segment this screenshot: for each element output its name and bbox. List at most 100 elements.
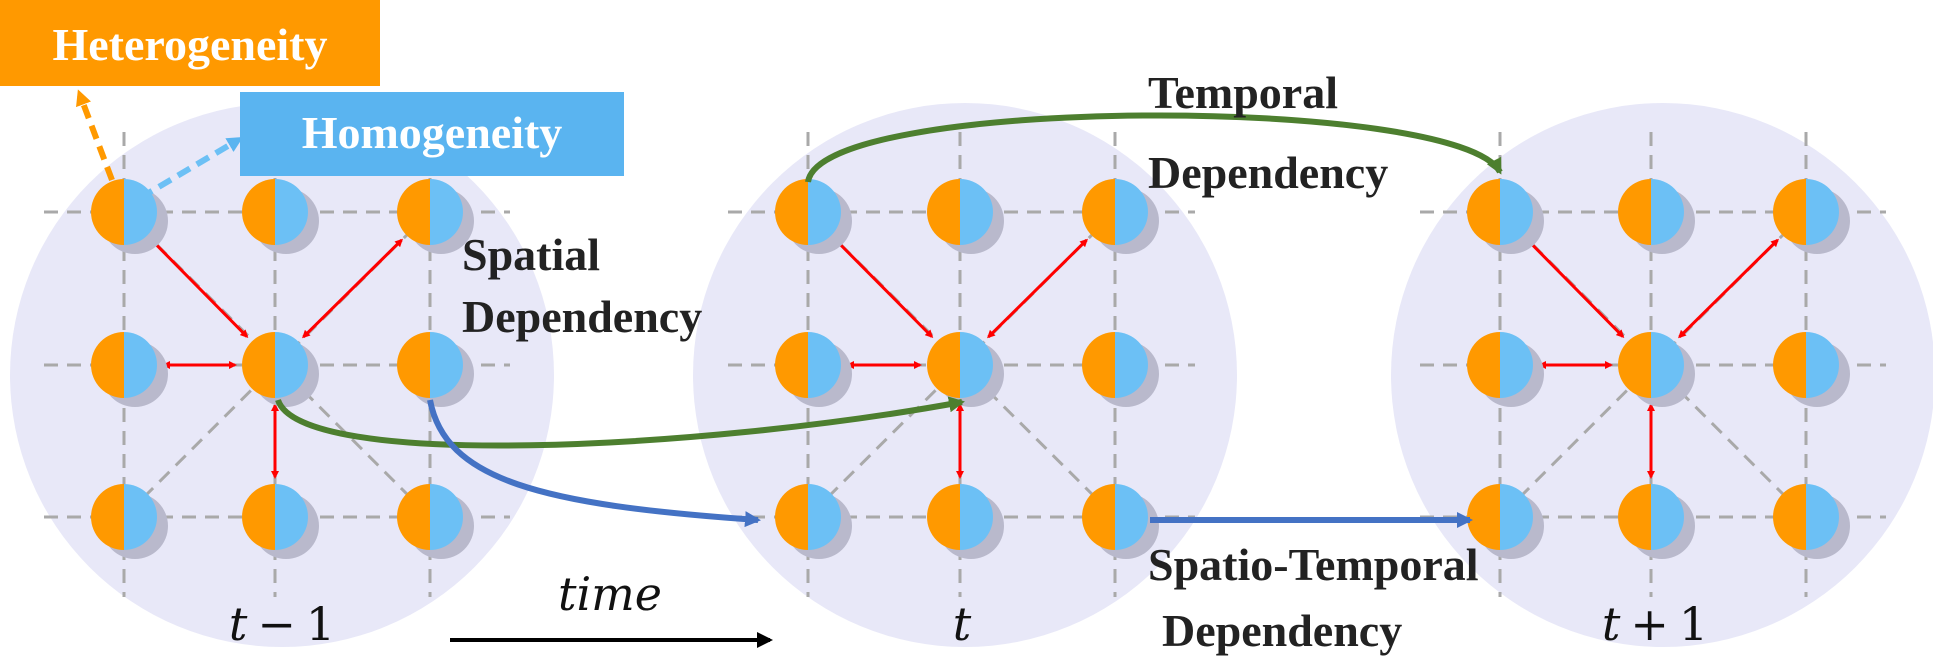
node-blue-half — [1806, 484, 1839, 550]
node-orange-half — [1773, 332, 1806, 398]
node-blue-half — [1115, 484, 1148, 550]
node-orange-half — [1773, 484, 1806, 550]
panel-label-prev: t−1 — [229, 597, 335, 651]
temporal-arrow-curr-to-next — [805, 112, 1503, 183]
node-blue-half — [1115, 332, 1148, 398]
node — [397, 179, 474, 254]
node — [1467, 484, 1544, 559]
node-blue-half — [430, 179, 463, 245]
node-blue-half — [960, 179, 993, 245]
node-orange-half — [927, 332, 960, 398]
node-orange-half — [242, 179, 275, 245]
heterogeneity-box — [0, 0, 380, 86]
panel-label-prev-num: 1 — [306, 597, 335, 651]
spatial-arrow-next — [1678, 238, 1779, 339]
node-blue-half — [960, 332, 993, 398]
heterogeneity-label: Heterogeneity — [52, 19, 327, 70]
panel-label-next-var: t — [1602, 597, 1621, 651]
node-orange-half — [927, 484, 960, 550]
node-blue-half — [275, 179, 308, 245]
node-orange-half — [1618, 332, 1651, 398]
node-orange-half — [1082, 332, 1115, 398]
node-orange-half — [1467, 332, 1500, 398]
node-orange-half — [1082, 484, 1115, 550]
node — [1618, 179, 1695, 254]
node-orange-half — [1618, 179, 1651, 245]
node — [775, 332, 852, 407]
node-orange-half — [775, 332, 808, 398]
node — [1082, 179, 1159, 254]
node — [91, 332, 168, 407]
node — [927, 179, 1004, 254]
panel-label-prev-op: − — [257, 597, 296, 651]
node-orange-half — [1467, 484, 1500, 550]
node — [1082, 484, 1159, 559]
temporal-arrow-prev-to-curr — [275, 396, 965, 449]
node — [1773, 332, 1850, 407]
panel-label-prev-var: t — [229, 597, 248, 651]
node — [775, 179, 852, 254]
node-blue-half — [960, 484, 993, 550]
node-orange-half — [397, 484, 430, 550]
spatiotemporal-dependency-label-line1: Spatio-Temporal — [1148, 539, 1479, 590]
spatial-arrow-prev — [150, 239, 249, 338]
panel-label-next-op: + — [1630, 597, 1669, 651]
temporal-dependency-label-line2: Dependency — [1148, 147, 1388, 198]
node-orange-half — [91, 332, 124, 398]
spatial-dependency-label-line1: Spatial — [462, 229, 600, 280]
node — [927, 484, 1004, 559]
homogeneity-arrow — [138, 136, 244, 201]
node-orange-half — [1467, 179, 1500, 245]
node-blue-half — [124, 484, 157, 550]
node-blue-half — [1500, 179, 1533, 245]
node-orange-half — [242, 484, 275, 550]
node-orange-half — [775, 484, 808, 550]
node-orange-half — [1618, 484, 1651, 550]
panel-label-curr: t — [953, 597, 972, 651]
node-orange-half — [397, 179, 430, 245]
node-blue-half — [808, 484, 841, 550]
node — [1773, 179, 1850, 254]
node — [397, 332, 474, 407]
heterogeneity-arrow — [76, 89, 115, 182]
node — [927, 332, 1004, 407]
time-label: time — [558, 567, 662, 621]
panel-label-next-num: 1 — [1679, 597, 1708, 651]
homogeneity-box — [240, 92, 624, 176]
nodes-prev — [91, 179, 474, 559]
spatiotemporal-dependency-label-line2: Dependency — [1162, 605, 1402, 656]
node-orange-half — [1773, 179, 1806, 245]
node-blue-half — [1500, 332, 1533, 398]
node-blue-half — [430, 484, 463, 550]
node — [242, 179, 319, 254]
node — [775, 484, 852, 559]
node — [1467, 332, 1544, 407]
node-orange-half — [242, 332, 275, 398]
homogeneity-label: Homogeneity — [302, 107, 563, 158]
spatiotemporal-arrow-prev-to-curr — [427, 399, 761, 528]
temporal-dependency-label-line1: Temporal — [1148, 67, 1338, 118]
node-blue-half — [275, 484, 308, 550]
node-blue-half — [1115, 179, 1148, 245]
node — [1082, 332, 1159, 407]
spatial-arrow-curr — [987, 238, 1088, 339]
node-blue-half — [430, 332, 463, 398]
node-orange-half — [927, 179, 960, 245]
node — [242, 332, 319, 407]
node-blue-half — [1651, 332, 1684, 398]
node-blue-half — [275, 332, 308, 398]
node-orange-half — [397, 332, 430, 398]
spatial-arrow-curr — [834, 238, 934, 339]
node-blue-half — [808, 332, 841, 398]
node-orange-half — [91, 179, 124, 245]
node — [1618, 484, 1695, 559]
node-blue-half — [808, 179, 841, 245]
node-orange-half — [1082, 179, 1115, 245]
panel-label-next: t+1 — [1602, 597, 1708, 651]
node — [242, 484, 319, 559]
node-blue-half — [1500, 484, 1533, 550]
nodes-next — [1467, 179, 1850, 559]
node — [397, 484, 474, 559]
spatial-arrow-prev — [302, 238, 403, 339]
